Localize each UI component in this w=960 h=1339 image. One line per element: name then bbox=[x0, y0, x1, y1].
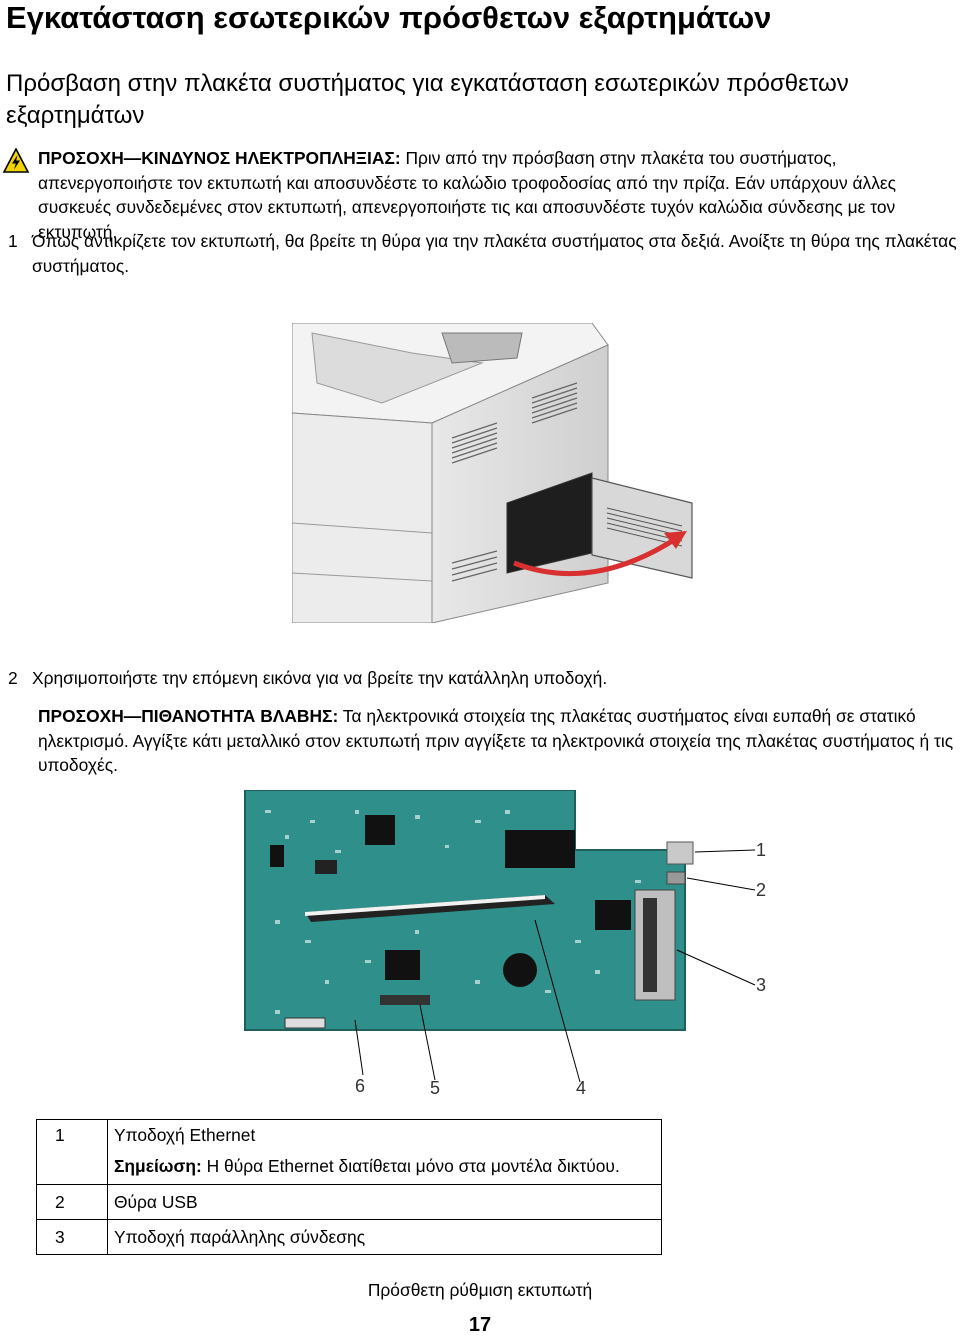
step-2-text: Χρησιμοποιήστε την επόμενη εικόνα για να… bbox=[32, 668, 608, 688]
callout-4: 4 bbox=[576, 1078, 587, 1098]
legend-number: 2 bbox=[36, 1184, 108, 1220]
legend-label: Υποδοχή Ethernet bbox=[114, 1125, 256, 1145]
table-row: 3 Υποδοχή παράλληλης σύνδεσης bbox=[36, 1219, 662, 1255]
callout-1: 1 bbox=[756, 840, 767, 860]
shock-caution: ΠΡΟΣΟΧΗ—ΚΙΝΔΥΝΟΣ ΗΛΕΚΤΡΟΠΛΗΞΙΑΣ: Πριν απ… bbox=[38, 146, 958, 244]
callout-3: 3 bbox=[756, 975, 767, 995]
note-text: Η θύρα Ethernet διατίθεται μόνο στα μοντ… bbox=[201, 1156, 620, 1176]
legend-number: 1 bbox=[36, 1119, 108, 1185]
callout-legend-table: 1 Υποδοχή Ethernet Σημείωση: Η θύρα Ethe… bbox=[36, 1119, 662, 1255]
step-2-number: 2 bbox=[8, 668, 18, 688]
step-1-number: 1 bbox=[8, 231, 18, 251]
printer-open-door-illustration bbox=[292, 323, 693, 623]
legend-number: 3 bbox=[36, 1219, 108, 1255]
system-board-illustration bbox=[244, 790, 756, 1083]
damage-caution-label: ΠΡΟΣΟΧΗ—ΠΙΘΑΝΟΤΗΤΑ ΒΛΑΒΗΣ: bbox=[38, 706, 339, 726]
electric-shock-warning-icon bbox=[3, 148, 29, 173]
callout-2: 2 bbox=[756, 880, 767, 900]
section-subtitle: Πρόσβαση στην πλακέτα συστήματος για εγκ… bbox=[6, 70, 849, 129]
legend-label: Θύρα USB bbox=[107, 1184, 662, 1220]
note-label: Σημείωση: bbox=[114, 1156, 202, 1176]
step-1-text: Όπως αντικρίζετε τον εκτυπωτή, θα βρείτε… bbox=[32, 231, 957, 276]
page-title: Εγκατάσταση εσωτερικών πρόσθετων εξαρτημ… bbox=[6, 0, 772, 35]
shock-caution-text: Πριν από την πρόσβαση στην πλακέτα του σ… bbox=[38, 148, 897, 242]
footer-section-title: Πρόσθετη ρύθμιση εκτυπωτή bbox=[367, 1280, 593, 1300]
page-number: 17 bbox=[468, 1314, 492, 1336]
callout-5: 5 bbox=[430, 1078, 441, 1098]
damage-caution-text: Τα ηλεκτρονικά στοιχεία της πλακέτας συσ… bbox=[38, 706, 954, 775]
legend-note: Σημείωση: Η θύρα Ethernet διατίθεται μόν… bbox=[114, 1151, 655, 1182]
damage-caution: ΠΡΟΣΟΧΗ—ΠΙΘΑΝΟΤΗΤΑ ΒΛΑΒΗΣ: Τα ηλεκτρονικ… bbox=[38, 704, 958, 778]
table-row: 1 Υποδοχή Ethernet Σημείωση: Η θύρα Ethe… bbox=[36, 1119, 662, 1185]
shock-caution-label: ΠΡΟΣΟΧΗ—ΚΙΝΔΥΝΟΣ ΗΛΕΚΤΡΟΠΛΗΞΙΑΣ: bbox=[38, 148, 401, 168]
table-row: 2 Θύρα USB bbox=[36, 1184, 662, 1220]
legend-description: Υποδοχή Ethernet Σημείωση: Η θύρα Ethern… bbox=[107, 1119, 662, 1185]
callout-6: 6 bbox=[355, 1076, 366, 1096]
legend-label: Υποδοχή παράλληλης σύνδεσης bbox=[107, 1219, 662, 1255]
